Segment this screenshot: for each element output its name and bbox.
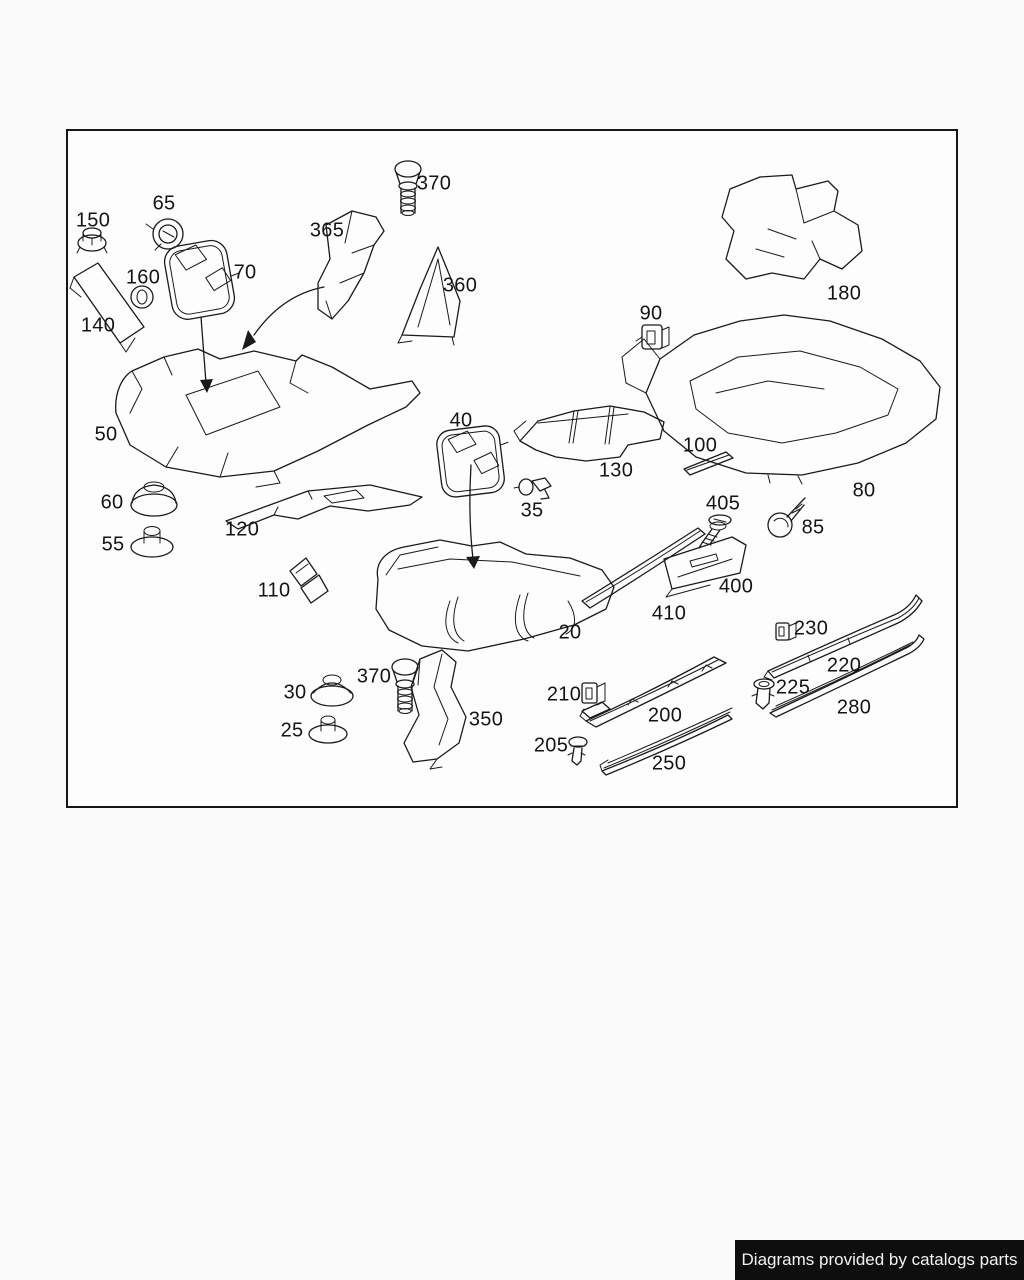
- attribution-text: Diagrams provided by catalogs parts: [741, 1250, 1018, 1269]
- nut-150: [76, 227, 108, 254]
- floor-carpet-50: [115, 348, 421, 488]
- part-label-30: 30: [283, 681, 307, 704]
- fastener-205: [567, 736, 588, 766]
- part-label-410: 410: [651, 602, 687, 625]
- part-label-250: 250: [651, 752, 687, 775]
- part-label-360: 360: [442, 274, 478, 297]
- sill-strip-410: [581, 527, 706, 609]
- part-label-65: 65: [152, 192, 176, 215]
- trunk-mat-70: [163, 239, 236, 320]
- diagram-canvas: [69, 160, 941, 776]
- part-label-90: 90: [639, 302, 663, 325]
- cover-130: [513, 405, 665, 462]
- part-label-280: 280: [836, 696, 872, 719]
- arrow-365-to-50: [242, 286, 325, 350]
- grommet-65: [145, 218, 184, 251]
- cover-360: [397, 246, 461, 346]
- part-label-400: 400: [718, 575, 754, 598]
- part-label-220: 220: [826, 654, 862, 677]
- leader-70: [230, 272, 240, 277]
- mesh-panel-140: [69, 262, 145, 353]
- part-label-85: 85: [801, 516, 825, 539]
- shelf-carpet-180: [721, 174, 863, 280]
- part-label-140: 140: [80, 314, 116, 337]
- arrow-70-to-50: [200, 316, 213, 393]
- sill-strip-220: [763, 594, 923, 681]
- part-label-70: 70: [233, 261, 257, 284]
- part-label-50: 50: [94, 423, 118, 446]
- part-label-230: 230: [793, 617, 829, 640]
- cap-30: [310, 674, 354, 707]
- part-label-160: 160: [125, 266, 161, 289]
- sill-strip-250: [599, 707, 733, 776]
- rear-carpet-20: [375, 539, 615, 652]
- arrow-40-to-20: [466, 464, 480, 569]
- part-label-100: 100: [682, 434, 718, 457]
- part-label-200: 200: [647, 704, 683, 727]
- plug-55: [130, 526, 174, 558]
- part-label-350: 350: [468, 708, 504, 731]
- screw-plug-85: [767, 497, 806, 538]
- strips-110: [289, 557, 329, 604]
- side-trim-350: [403, 649, 467, 770]
- part-label-60: 60: [100, 491, 124, 514]
- part-label-370: 370: [356, 665, 392, 688]
- part-label-120: 120: [224, 518, 260, 541]
- cap-25: [308, 715, 348, 744]
- bracket-365: [317, 210, 385, 320]
- insulation-panel-120: [225, 484, 423, 530]
- part-label-55: 55: [101, 533, 125, 556]
- sill-strip-280: [769, 634, 925, 718]
- part-label-225: 225: [775, 676, 811, 699]
- part-label-370: 370: [416, 172, 452, 195]
- diagram-frame: 150 65 370 365 70 160 140 360 180 90 50 40 100 130 35 4…: [66, 129, 958, 808]
- part-label-205: 205: [533, 734, 569, 757]
- part-label-80: 80: [852, 479, 876, 502]
- part-label-110: 110: [257, 579, 291, 602]
- label-layer: 150 65 370 365 70 160 140 360 180 90 50 40 100 130 35 4…: [68, 131, 956, 806]
- bracket-400: [663, 536, 747, 598]
- part-label-20: 20: [558, 621, 582, 644]
- part-label-130: 130: [598, 459, 634, 482]
- part-label-405: 405: [705, 492, 741, 515]
- trunk-mat-40: [436, 425, 509, 498]
- part-label-35: 35: [520, 499, 544, 522]
- part-label-180: 180: [826, 282, 862, 305]
- part-label-210: 210: [546, 683, 582, 706]
- part-label-40: 40: [449, 409, 473, 432]
- sill-strip-200: [579, 656, 727, 728]
- attribution-bar: Diagrams provided by catalogs parts: [735, 1240, 1024, 1280]
- part-label-150: 150: [75, 209, 111, 232]
- fastener-225: [751, 678, 775, 710]
- trunk-carpet-80: [621, 314, 941, 485]
- sill-strip-100: [683, 451, 734, 476]
- grommet-160: [130, 285, 154, 309]
- part-label-25: 25: [280, 719, 304, 742]
- clip-35: [513, 477, 552, 500]
- clip-210: [581, 682, 611, 719]
- part-label-365: 365: [309, 219, 345, 242]
- clip-230: [775, 622, 797, 641]
- plug-60: [130, 481, 178, 517]
